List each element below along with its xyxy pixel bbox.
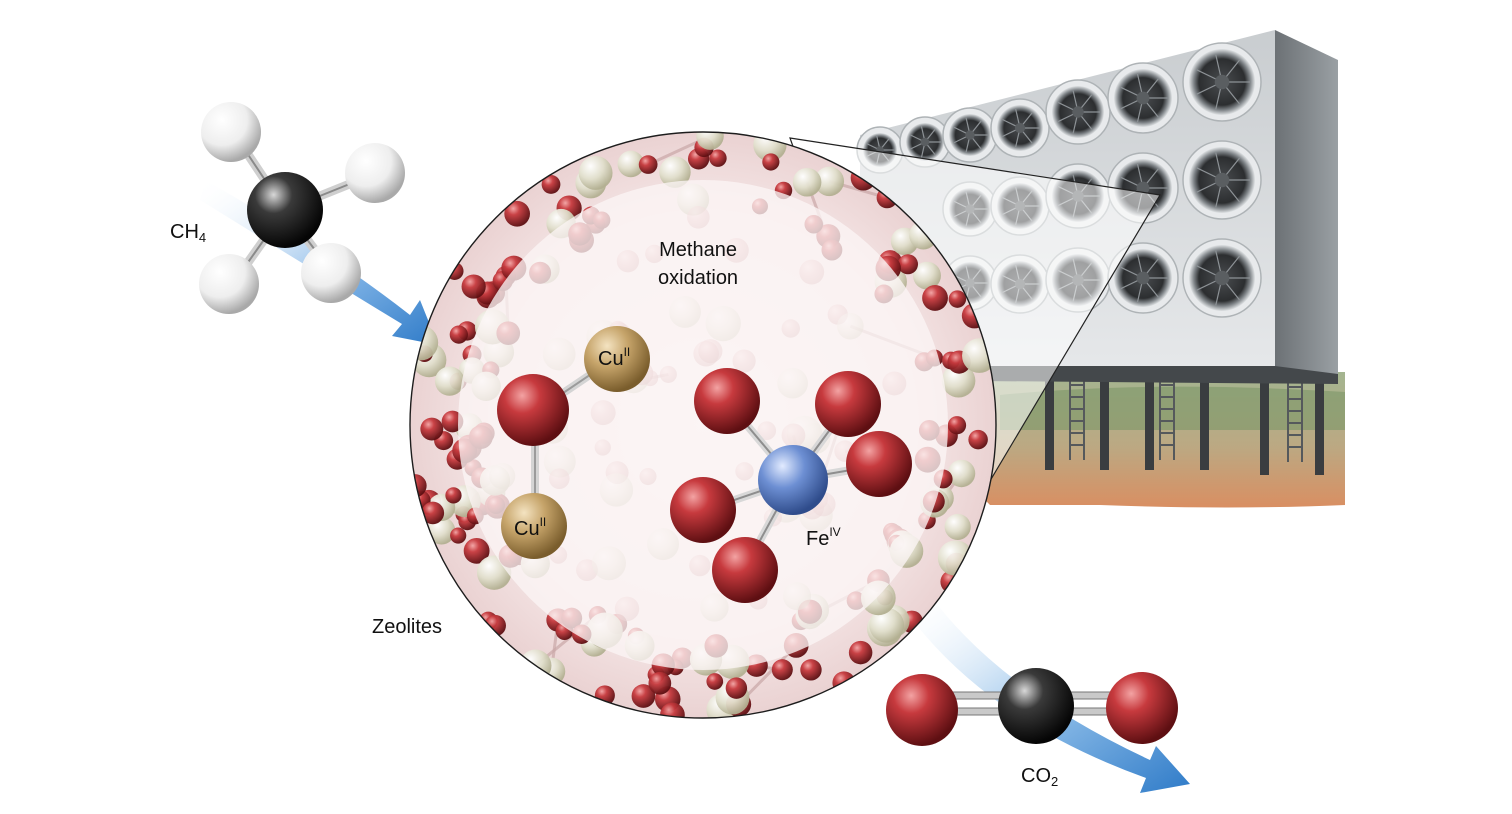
copper-atom-top xyxy=(584,326,650,392)
methane-oxidation-line2: oxidation xyxy=(658,267,739,289)
oxygen-atom xyxy=(886,674,958,746)
copper-bottom-label-superscript: II xyxy=(539,515,547,529)
iron-label-base: Fe xyxy=(806,528,830,550)
copper-bottom-label-base: Cu xyxy=(514,518,540,540)
copper-atom-bottom xyxy=(501,493,567,559)
oxygen-atom xyxy=(815,371,881,437)
hydrogen-atom xyxy=(199,254,259,314)
oxygen-atom xyxy=(694,368,760,434)
bridging-oxygen-atom xyxy=(497,374,569,446)
iron-label-superscript: IV xyxy=(829,525,841,539)
carbon-atom xyxy=(998,668,1074,744)
oxygen-atom xyxy=(712,537,778,603)
co2-molecule-icon xyxy=(886,668,1178,746)
fan-icon xyxy=(1182,140,1262,220)
fan-icon xyxy=(1045,79,1111,145)
hydrogen-atom xyxy=(301,243,361,303)
ch4-label-base: CH xyxy=(170,221,199,243)
hydrogen-atom xyxy=(201,102,261,162)
iron-label: FeIV xyxy=(806,526,841,549)
ch4-label: CH4 xyxy=(170,222,206,244)
copper-top-label-base: Cu xyxy=(598,348,624,370)
fan-icon xyxy=(990,98,1050,158)
oxygen-atom xyxy=(846,431,912,497)
copper-bottom-label: CuII xyxy=(514,516,546,539)
copper-top-label: CuII xyxy=(598,346,630,369)
co2-label-subscript: 2 xyxy=(1051,774,1059,789)
iron-oxo-site xyxy=(670,368,912,603)
oxygen-atom xyxy=(670,477,736,543)
copper-top-label-superscript: II xyxy=(623,345,631,359)
hydrogen-atom xyxy=(345,143,405,203)
fan-icon xyxy=(1107,62,1179,134)
ch4-label-subscript: 4 xyxy=(198,230,207,245)
oxygen-atom xyxy=(1106,672,1178,744)
methane-oxidation-label: Methane oxidation xyxy=(658,236,738,292)
co2-outflow-arrow xyxy=(905,595,1190,793)
zeolites-label: Zeolites xyxy=(372,616,443,638)
fan-icon xyxy=(1182,42,1262,122)
fan-icon xyxy=(942,107,998,163)
carbon-atom xyxy=(247,172,323,248)
copper-oxo-site xyxy=(497,326,650,559)
methane-molecule-icon xyxy=(199,102,405,314)
iron-atom xyxy=(758,445,828,515)
co2-label: CO2 xyxy=(1021,766,1058,788)
co2-label-base: CO xyxy=(1021,765,1051,787)
fan-icon xyxy=(1182,238,1262,318)
methane-oxidation-line1: Methane xyxy=(659,239,737,261)
